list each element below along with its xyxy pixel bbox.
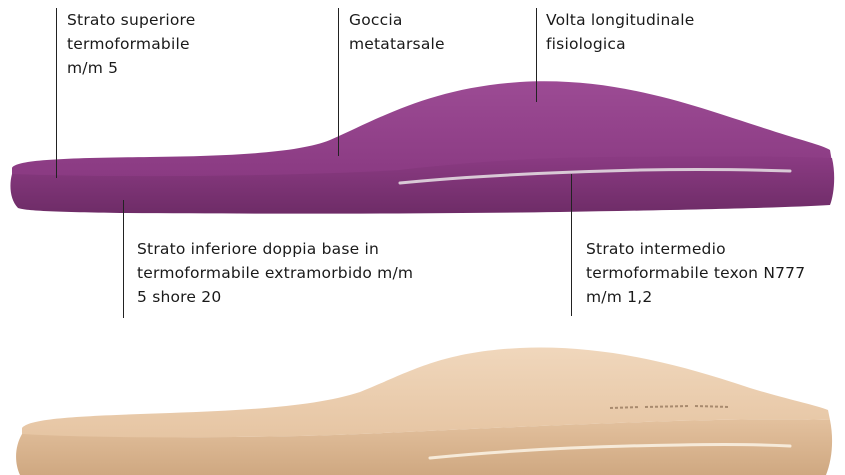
beige-insole (16, 348, 832, 475)
leader-metatarsal-drop (338, 8, 339, 156)
leader-bottom-layer (123, 200, 124, 318)
leader-middle-layer (571, 174, 572, 316)
purple-insole (10, 81, 834, 213)
label-top-layer: Strato superiore termoformabile m/m 5 (67, 8, 195, 80)
leader-arch (536, 8, 537, 102)
label-metatarsal-drop: Goccia metatarsale (349, 8, 445, 56)
label-bottom-layer: Strato inferiore doppia base in termofor… (137, 237, 413, 309)
label-arch: Volta longitudinale fisiologica (546, 8, 694, 56)
leader-top-layer (56, 8, 57, 178)
label-middle-layer: Strato intermedio termoformabile texon N… (586, 237, 805, 309)
